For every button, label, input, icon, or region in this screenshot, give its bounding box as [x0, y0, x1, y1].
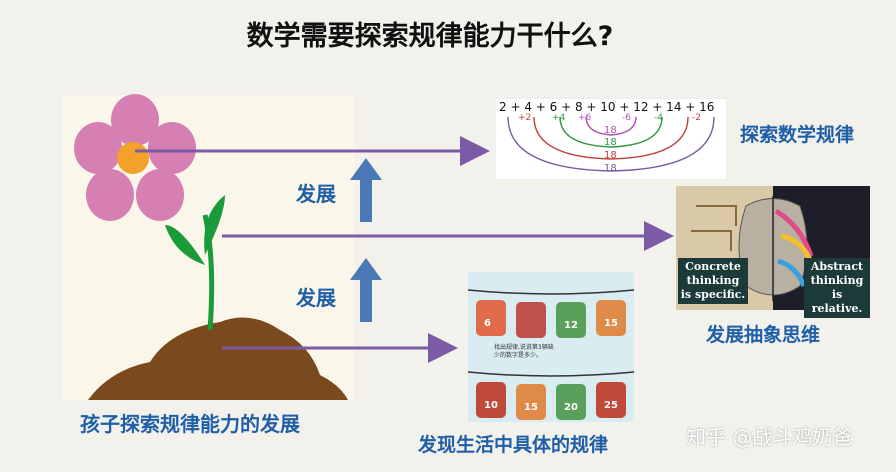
formula-sequence: 2 + 4 + 6 + 8 + 10 + 12 + 14 + 16	[499, 100, 715, 114]
concrete-caption: Concrete thinking is specific.	[678, 258, 748, 304]
concrete-abstract-face-image: Concrete thinking is specific. Abstract …	[676, 186, 870, 318]
soil-mound	[88, 317, 348, 400]
explore-math-label: 探索数学规律	[740, 124, 855, 146]
diff-4: -6	[622, 113, 631, 123]
sum-2: 18	[604, 137, 617, 148]
up-arrow-top	[350, 158, 382, 222]
flower-petals	[74, 94, 196, 221]
develop-label-bottom: 发展	[296, 286, 336, 310]
diff-6: -2	[692, 113, 701, 123]
life-patterns-label: 发现生活中具体的规律	[418, 434, 609, 456]
develop-label-top: 发展	[296, 182, 336, 206]
diff-2: +4	[552, 113, 566, 123]
formula-brackets	[507, 116, 715, 172]
car-number-bottom-1: 10	[484, 400, 498, 411]
car-number-top-4: 15	[604, 318, 618, 329]
car-number-top-1: 6	[484, 318, 491, 329]
car-number-top-3: 12	[564, 320, 578, 331]
sum-3: 18	[604, 150, 617, 161]
sum-1: 18	[604, 125, 617, 136]
math-formula-image: 2 + 4 + 6 + 8 + 10 + 12 + 14 + 16 +2 +4 …	[495, 98, 727, 180]
face-graphic	[691, 196, 817, 301]
diff-1: +2	[518, 113, 532, 123]
car-number-bottom-2: 15	[524, 402, 538, 413]
page-title: 数学需要探索规律能力干什么?	[246, 21, 614, 52]
car-number-bottom-4: 25	[604, 400, 618, 411]
abstract-thinking-label: 发展抽象思维	[706, 324, 821, 346]
diff-5: -4	[654, 113, 663, 123]
cable-car-graphic	[468, 289, 634, 420]
cable-car-note: 找出规律,说说第3辆缺少的数字是多少。	[494, 344, 554, 359]
leaf-right	[204, 195, 225, 255]
diff-3: +6	[578, 113, 592, 123]
watermark: 知乎 @战斗鸡奶爸	[686, 425, 853, 449]
cable-car-image: 6 12 15 10 15 20 25 找出规律,说说第3辆缺少的数字是多少。	[468, 272, 634, 422]
car-number-bottom-3: 20	[564, 402, 578, 413]
kid-development-label: 孩子探索规律能力的发展	[80, 412, 300, 436]
abstract-caption: Abstract thinking is relative.	[804, 258, 870, 318]
flower-center	[117, 142, 149, 174]
sum-4: 18	[604, 163, 617, 174]
up-arrow-bottom	[350, 258, 382, 322]
leaf-left	[165, 225, 205, 265]
